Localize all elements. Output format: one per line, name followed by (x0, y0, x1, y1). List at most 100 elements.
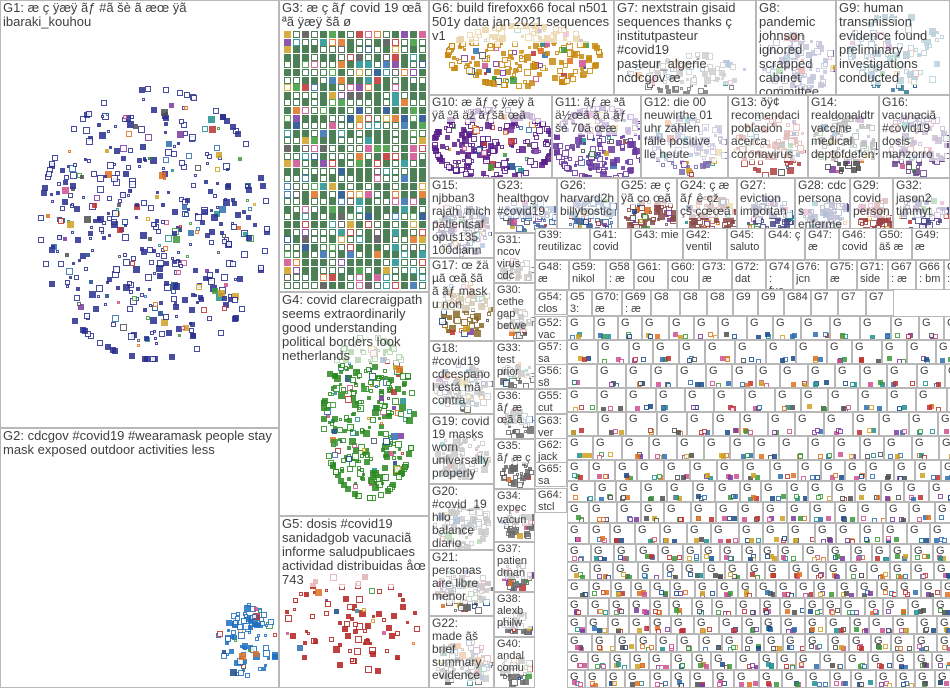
tiny-group-panel[interactable]: G (664, 460, 690, 481)
group-panel-g31[interactable]: G31: ncov virus cdc (494, 233, 535, 283)
tiny-group-panel[interactable]: G (894, 460, 915, 481)
tiny-group-panel[interactable]: G (567, 436, 593, 460)
group-panel-g10[interactable]: G10: æ ãƒ ç ÿæÿ ã ÿã ºã äž ãƒšã œã (429, 95, 552, 178)
tiny-group-panel[interactable]: G (941, 460, 950, 481)
group-panel-g43[interactable]: G43: mie (631, 228, 683, 260)
group-panel-g34[interactable]: G34: expec vacun (494, 489, 535, 542)
tiny-group-panel[interactable]: G (567, 388, 597, 412)
tiny-group-panel[interactable]: G (761, 481, 787, 502)
tiny-group-panel[interactable]: G (801, 316, 830, 340)
group-panel-g13[interactable]: G13: ðÿ¢ recomendaci población acerca co… (728, 95, 808, 178)
tiny-group-panel[interactable]: G (891, 316, 919, 340)
tiny-group-panel[interactable]: G (595, 481, 616, 502)
small-group-panel[interactable]: G8 (680, 290, 707, 316)
group-panel-g32[interactable]: G32: jason2 timmyt (893, 178, 950, 233)
tiny-group-panel[interactable]: G (730, 436, 754, 460)
tiny-group-panel[interactable]: G (685, 388, 714, 412)
small-group-panel[interactable]: G58: æ (606, 260, 634, 290)
tiny-group-panel[interactable]: G (787, 481, 808, 502)
small-group-panel[interactable]: G53: was (567, 290, 592, 316)
group-panel-g45[interactable]: G45: saluto (727, 228, 765, 260)
group-panel-g2[interactable]: G2: cdcgov #covid19 #wearamask people st… (0, 428, 279, 688)
small-group-panel[interactable]: G7 (811, 290, 838, 316)
small-group-panel[interactable]: G59: nikol (569, 260, 606, 290)
tiny-group-panel[interactable]: G (597, 388, 626, 412)
small-group-panel[interactable]: G67: æ (888, 260, 916, 290)
tiny-group-panel[interactable]: G (866, 460, 894, 481)
tiny-group-panel[interactable]: G (912, 436, 939, 460)
tiny-group-panel[interactable]: G (884, 436, 912, 460)
tiny-group-panel[interactable]: G (919, 316, 944, 340)
group-panel-g42[interactable]: G42: ventil (683, 228, 727, 260)
tiny-group-panel[interactable]: G (598, 412, 626, 436)
tiny-group-panel[interactable]: G (567, 460, 589, 481)
small-group-panel[interactable]: G57: sa (535, 340, 567, 365)
tiny-group-panel[interactable]: G (615, 460, 637, 481)
small-group-panel[interactable]: G74: fue (766, 260, 793, 290)
tiny-group-panel[interactable]: G (808, 481, 832, 502)
tiny-group-panel[interactable]: G (808, 436, 834, 460)
small-group-panel[interactable]: G54: clos (535, 290, 567, 315)
tiny-group-panel[interactable]: G (567, 412, 598, 436)
tiny-group-panel[interactable]: G (945, 364, 950, 388)
tiny-group-panel[interactable]: G (629, 340, 653, 364)
tiny-group-panel[interactable]: G (917, 364, 945, 388)
tiny-group-panel[interactable]: G (704, 436, 730, 460)
small-group-panel[interactable]: G60: cou (668, 260, 699, 290)
tiny-group-panel[interactable]: G (780, 364, 808, 388)
tiny-group-panel[interactable]: G (740, 481, 761, 502)
tiny-group-panel[interactable]: G (687, 412, 713, 436)
group-panel-g25[interactable]: G25: æ ç ÿã co œã (618, 178, 677, 233)
tiny-group-panel[interactable]: G (936, 340, 950, 364)
small-group-panel[interactable]: G8 (707, 290, 733, 316)
tiny-group-panel[interactable]: G (855, 481, 881, 502)
tiny-group-panel[interactable]: G (641, 481, 667, 502)
tiny-group-panel[interactable]: G (860, 364, 887, 388)
tiny-group-panel[interactable]: G (567, 481, 595, 502)
tiny-group-panel[interactable]: G (766, 340, 796, 364)
tiny-group-panel[interactable]: G (916, 388, 947, 412)
small-group-panel[interactable]: G70: æ (592, 290, 622, 316)
small-group-panel[interactable]: G7 (866, 290, 894, 316)
group-panel-g38[interactable]: G38: alexb philw (494, 592, 535, 637)
group-panel-g27[interactable]: G27: eviction importan (737, 178, 795, 233)
tiny-group-panel[interactable]: G (653, 340, 679, 364)
tiny-group-panel[interactable]: G (567, 364, 597, 388)
tiny-group-panel[interactable]: G (677, 364, 706, 388)
tiny-group-panel[interactable]: G (824, 412, 853, 436)
group-panel-g20[interactable]: G20: #covid_19 hilo balance diario (429, 484, 494, 550)
tiny-group-panel[interactable]: G (626, 364, 651, 388)
tiny-group-panel[interactable]: G (745, 388, 775, 412)
tiny-group-panel[interactable]: G (705, 340, 735, 364)
tiny-group-panel[interactable]: G (795, 412, 824, 436)
group-panel-g39[interactable]: G39: reutilizac (535, 228, 590, 260)
small-group-panel[interactable]: G52: vac (535, 316, 567, 341)
small-group-panel[interactable]: G7 (838, 290, 866, 316)
small-group-panel[interactable]: G62: jack (535, 438, 567, 463)
tiny-group-panel[interactable]: G (747, 316, 773, 340)
tiny-group-panel[interactable]: G (938, 412, 950, 436)
tiny-group-panel[interactable]: G (853, 412, 879, 436)
tiny-group-panel[interactable]: G (798, 460, 821, 481)
tiny-group-panel[interactable]: G (915, 460, 941, 481)
tiny-group-panel[interactable]: G (882, 340, 907, 364)
group-panel-g28[interactable]: G28: cdc personas enferme (795, 178, 850, 233)
tiny-group-panel[interactable]: G (834, 436, 860, 460)
tiny-group-panel[interactable]: G (832, 481, 855, 502)
group-panel-g11[interactable]: G11: ãƒ æ ªã ä½œã ã ä ãƒ šè 70ã œæ (552, 95, 641, 178)
group-panel-g3[interactable]: G3: æ ç ãƒ covid 19 œã ªã ÿæÿ šã ø (279, 0, 429, 292)
tiny-group-panel[interactable]: G (852, 340, 882, 364)
tiny-group-panel[interactable]: G (768, 412, 795, 436)
group-panel-g36[interactable]: G36: ãƒ æ œã ã (494, 389, 535, 439)
tiny-group-panel[interactable]: G (835, 364, 860, 388)
small-group-panel[interactable]: G73: æ (699, 260, 732, 290)
tiny-group-panel[interactable]: G (860, 436, 884, 460)
tiny-group-panel[interactable]: G (909, 412, 938, 436)
group-panel-g21[interactable]: G21: personas aire libre menor (429, 550, 494, 616)
tiny-group-panel[interactable]: G (754, 436, 779, 460)
tiny-group-panel[interactable]: G (718, 316, 747, 340)
group-panel-g50[interactable]: G50: äš æ (876, 228, 912, 260)
group-panel-g29[interactable]: G29: covid person (850, 178, 893, 233)
tiny-group-panel[interactable]: G (567, 502, 589, 523)
small-group-panel[interactable]: G65: sa (535, 462, 567, 487)
